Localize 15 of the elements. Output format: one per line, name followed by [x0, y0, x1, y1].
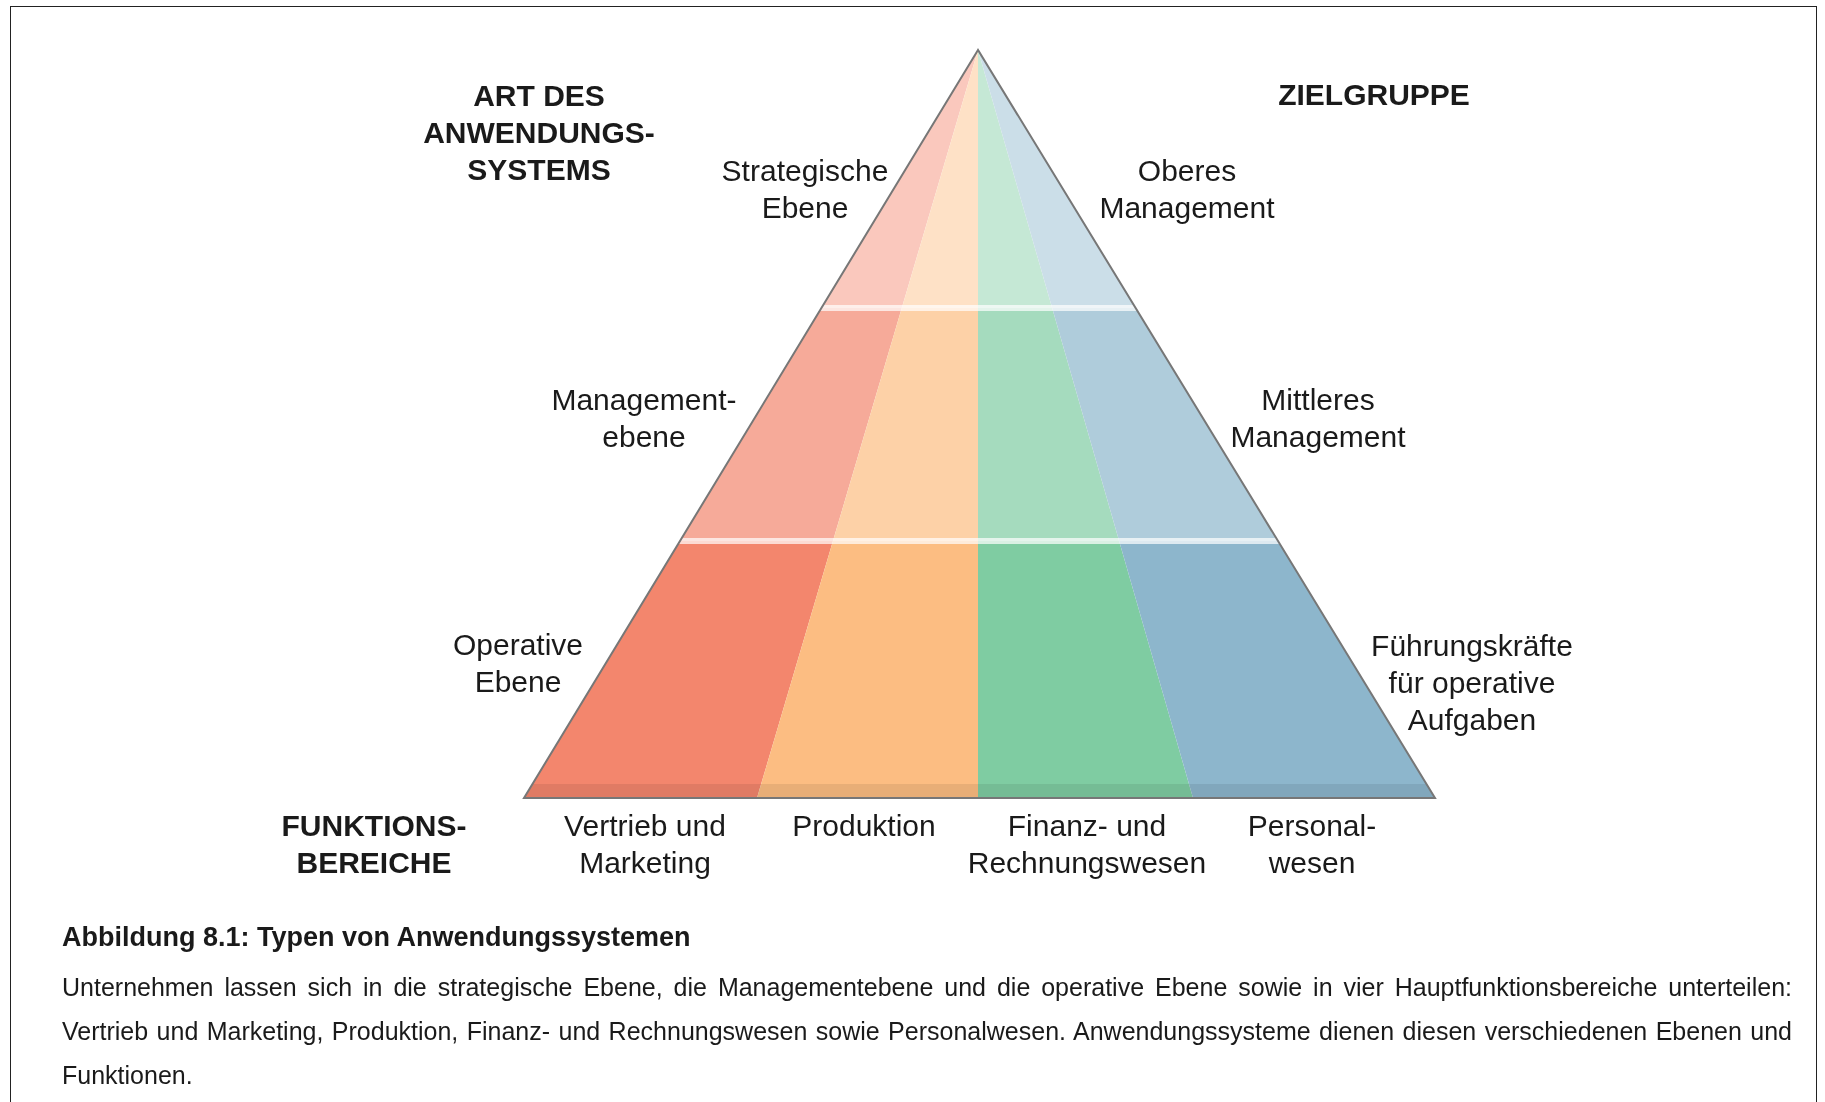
function-label: Vertrieb und Marketing: [563, 808, 727, 881]
audience-label: Oberes Management: [1098, 153, 1276, 226]
axis-heading: ZIELGRUPPE: [1277, 76, 1471, 113]
level-label: Management- ebene: [550, 382, 738, 455]
audience-label: Führungskräfte für operative Aufgaben: [1370, 627, 1574, 738]
axis-heading: FUNKTIONS- BEREICHE: [280, 808, 468, 881]
audience-label: Mittleres Management: [1229, 382, 1407, 455]
function-label: Personal- wesen: [1246, 808, 1378, 881]
level-label: Strategische Ebene: [720, 153, 890, 226]
figure-title: Abbildung 8.1: Typen von Anwendungssystemen: [62, 922, 691, 953]
function-label: Produktion: [791, 807, 937, 844]
level-label: Operative Ebene: [451, 627, 585, 700]
function-label: Finanz- und Rechnungswesen: [966, 808, 1208, 881]
figure-caption: Unternehmen lassen sich in die strategische Ebene, die Managementebene und die operative Ebene sowie in vier Hauptfunktionsbereiche unterteilen: Vertrieb und Marketing, Produktion, Finanz- und Rechnungswesen sowie Personalwesen. Anwendungssysteme dienen diesen verschiedenen Ebenen und Funktionen.: [62, 972, 1792, 1091]
axis-heading: ART DES ANWENDUNGS- SYSTEMS: [422, 77, 656, 188]
